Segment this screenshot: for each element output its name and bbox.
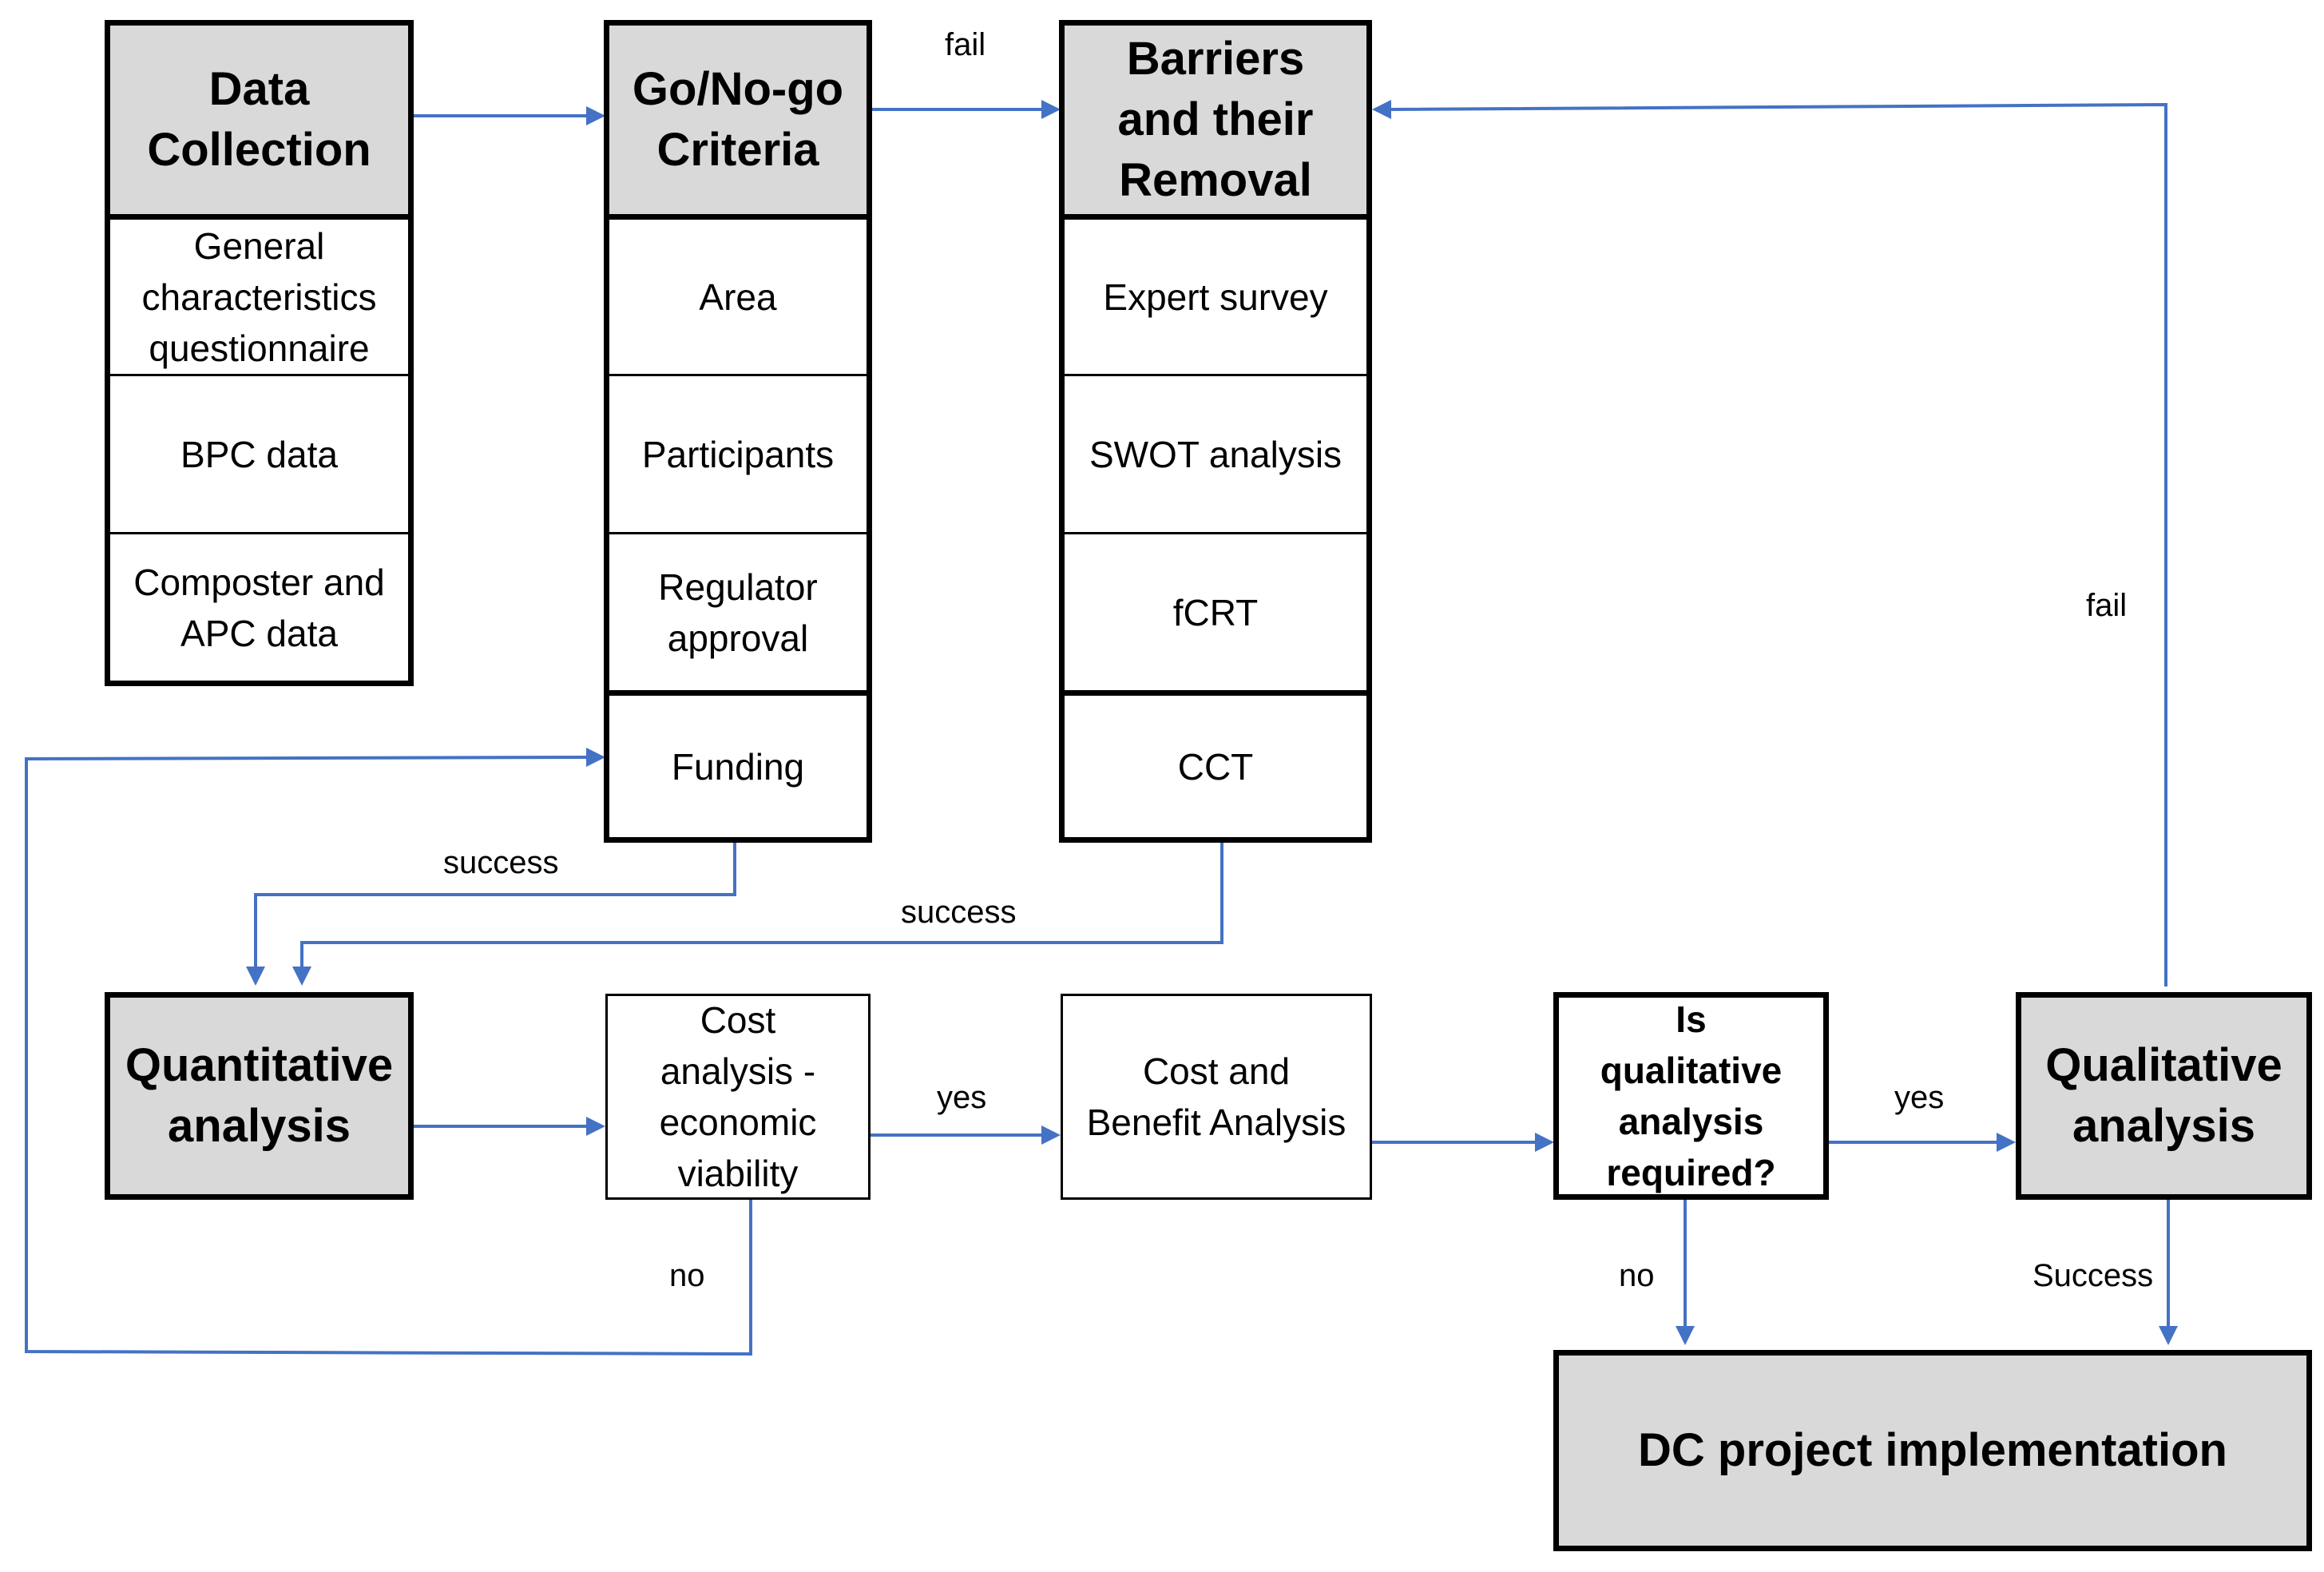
data-item-questionnaire: General characteristics questionnaire — [110, 214, 408, 374]
edge-label-no-decision: no — [1619, 1258, 1655, 1293]
decision-label: Is qualitative analysis required? — [1600, 998, 1783, 1193]
quantitative-box: Quantitative analysis — [105, 992, 414, 1200]
barriers-title: Barriers and their Removal — [1065, 26, 1366, 214]
edge-label-no-cost: no — [669, 1258, 705, 1293]
arrowhead-cost-to-cba — [1041, 1125, 1061, 1145]
arrowhead-cba-to-decision — [1535, 1133, 1554, 1152]
barrier-swot: SWOT analysis — [1065, 374, 1366, 532]
go-no-go-title: Go/No-go Criteria — [609, 26, 867, 214]
arrowhead-go-to-barriers — [1041, 100, 1061, 119]
data-item-composter: Composter and APC data — [110, 532, 408, 681]
implementation-box: DC project implementation — [1553, 1350, 2312, 1551]
arrowhead-go-to-quant — [246, 967, 265, 986]
arrowhead-cost-to-funding — [586, 748, 605, 767]
arrowhead-barriers-to-quant — [292, 967, 311, 986]
edge-label-success-go: success — [443, 845, 559, 880]
arrowhead-qual-to-impl — [2159, 1326, 2178, 1345]
cost-analysis-box: Cost analysis - economic viability — [605, 994, 871, 1200]
arrowhead-qual-to-barriers — [1372, 100, 1391, 119]
barriers-box: Barriers and their Removal Expert survey… — [1059, 20, 1372, 843]
edge-label-fail-right: fail — [2086, 588, 2128, 623]
edge-label-yes-decision: yes — [1894, 1080, 1945, 1115]
quantitative-title: Quantitative analysis — [110, 998, 408, 1194]
edge-label-success-barriers: success — [901, 895, 1017, 930]
qualitative-title: Qualitative analysis — [2021, 998, 2306, 1194]
cost-analysis-label: Cost analysis - economic viability — [659, 999, 817, 1194]
arrowhead-decision-to-qual — [1997, 1133, 2016, 1152]
implementation-title: DC project implementation — [1559, 1356, 2306, 1546]
criterion-regulator: Regulator approval — [609, 532, 867, 690]
go-no-go-box: Go/No-go Criteria Area Participants Regu… — [604, 20, 872, 843]
edge-qual-to-barriers — [1389, 102, 2167, 986]
data-item-bpc: BPC data — [110, 374, 408, 532]
edge-label-fail-top: fail — [945, 27, 986, 62]
data-collection-title: Data Collection — [110, 26, 408, 214]
edge-cost-to-funding — [25, 756, 752, 1356]
barrier-cct: CCT — [1065, 690, 1366, 837]
qualitative-box: Qualitative analysis — [2016, 992, 2312, 1200]
barrier-expert-survey: Expert survey — [1065, 214, 1366, 374]
edge-label-yes-cost: yes — [937, 1080, 987, 1115]
criterion-area: Area — [609, 214, 867, 374]
edge-go-to-quant — [254, 843, 736, 968]
edge-label-success-qual: Success — [2033, 1258, 2154, 1293]
criterion-funding: Funding — [609, 690, 867, 837]
arrowhead-decision-to-impl — [1676, 1326, 1695, 1345]
arrowhead-data-to-go — [586, 106, 605, 125]
arrowhead-quant-to-cost — [586, 1117, 605, 1136]
decision-box: Is qualitative analysis required? — [1553, 992, 1829, 1200]
cba-box: Cost and Benefit Analysis — [1061, 994, 1372, 1200]
criterion-participants: Participants — [609, 374, 867, 532]
barrier-fcrt: fCRT — [1065, 532, 1366, 690]
cba-label: Cost and Benefit Analysis — [1086, 1050, 1346, 1143]
edge-barriers-to-quant — [300, 843, 1223, 968]
data-collection-box: Data Collection General characteristics … — [105, 20, 414, 686]
